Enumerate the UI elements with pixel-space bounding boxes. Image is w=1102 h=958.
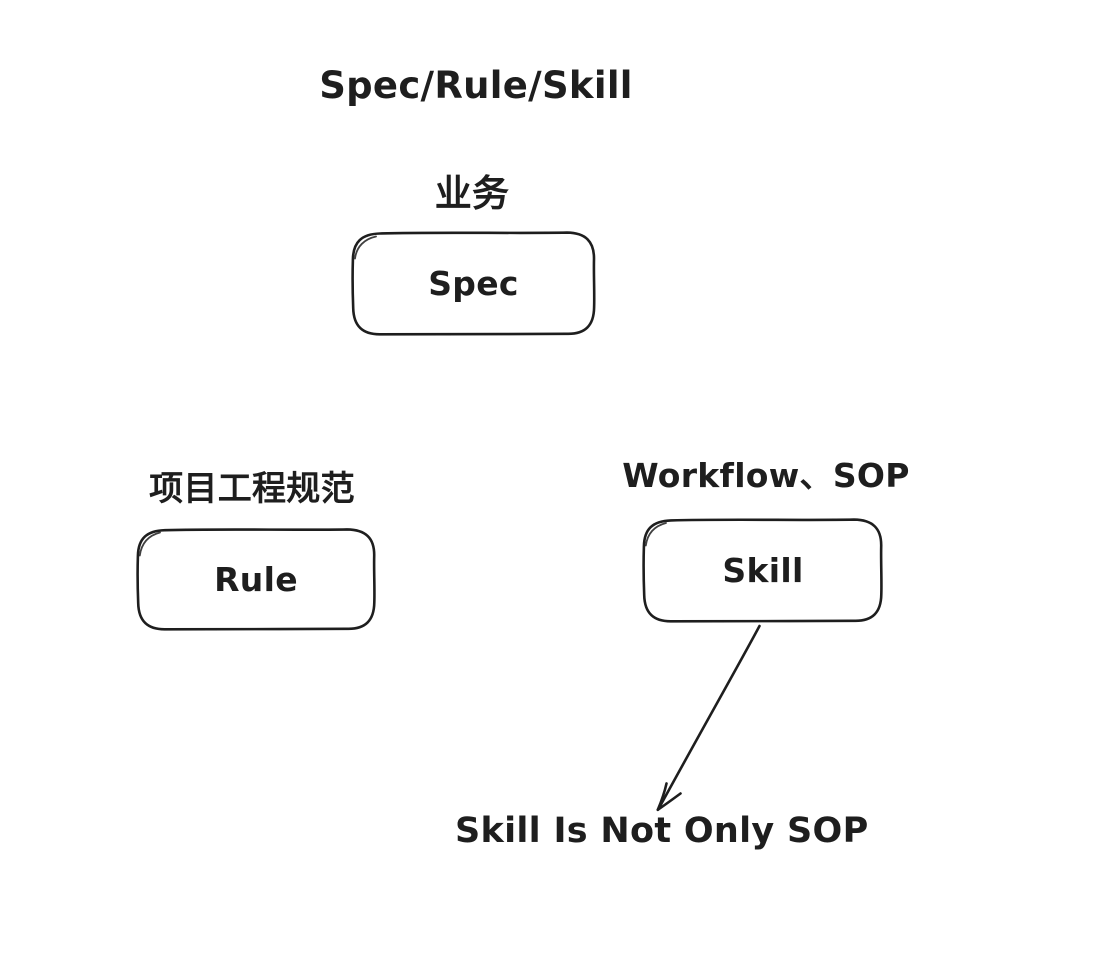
spec-node-label: Spec: [428, 264, 519, 303]
skill-node-caption: Workflow、SOP: [622, 456, 910, 495]
diagram-title: Spec/Rule/Skill: [319, 64, 633, 107]
rule-node-caption: 项目工程规范: [149, 469, 355, 509]
skill-node-box: [642, 518, 883, 623]
arrow-skill-to-annotation: [656, 624, 761, 812]
arrow-shaft: [657, 624, 761, 811]
rule-node-box-overdraw: [138, 531, 161, 557]
arrow-head-icon: [656, 792, 682, 812]
skill-node-box-overdraw: [644, 522, 667, 547]
spec-node-box: [351, 231, 596, 336]
annotation-text: Skill Is Not Only SOP: [455, 811, 869, 851]
spec-node-caption: 业务: [434, 172, 510, 215]
skill-node-label: Skill: [722, 551, 804, 590]
rule-node-box: [136, 528, 376, 631]
spec-node-box-overdraw: [354, 235, 377, 260]
rule-node-label: Rule: [214, 560, 298, 599]
